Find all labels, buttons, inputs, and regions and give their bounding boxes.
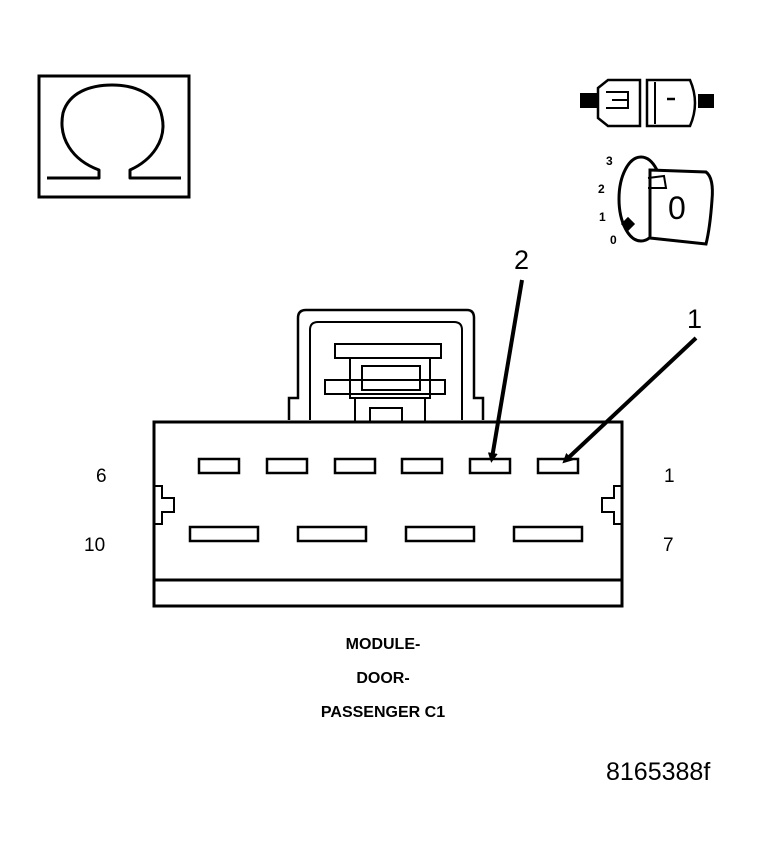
- pin-label-6: 6: [96, 466, 107, 487]
- pin-label-10: 10: [84, 535, 106, 556]
- caption-line-2: DOOR-: [356, 670, 410, 687]
- cavity-6: [197, 457, 241, 475]
- key-position-1: 1: [599, 210, 606, 224]
- caption-line-3: PASSENGER C1: [320, 704, 446, 721]
- key-face-label: 0: [668, 190, 686, 226]
- cavity-8: [404, 525, 476, 543]
- cavity-9: [296, 525, 368, 543]
- figure-id: 8165388f: [606, 758, 711, 786]
- cavity-2: [468, 457, 512, 475]
- ignition-key-icon: [617, 155, 714, 246]
- ignition-connector-icon: [580, 78, 714, 128]
- pin-label-1: 1: [664, 466, 675, 487]
- cavity-10: [188, 525, 260, 543]
- cavity-4: [333, 457, 377, 475]
- callout-arrow-2: [487, 279, 524, 463]
- key-position-0: 0: [610, 233, 617, 247]
- cavity-1: [536, 457, 580, 475]
- bottom-cavity-row: [188, 525, 584, 543]
- ohm-symbol-icon: [37, 74, 191, 199]
- callout-label-2: 2: [514, 245, 530, 275]
- caption-line-1: MODULE-: [345, 636, 421, 653]
- cavity-3: [400, 457, 444, 475]
- callout-arrow-1: [562, 336, 698, 464]
- pin-label-7: 7: [663, 535, 674, 556]
- cavity-5: [265, 457, 309, 475]
- key-position-3: 3: [606, 154, 613, 168]
- cavity-7: [512, 525, 584, 543]
- key-position-2: 2: [598, 182, 605, 196]
- callout-label-1: 1: [687, 304, 703, 334]
